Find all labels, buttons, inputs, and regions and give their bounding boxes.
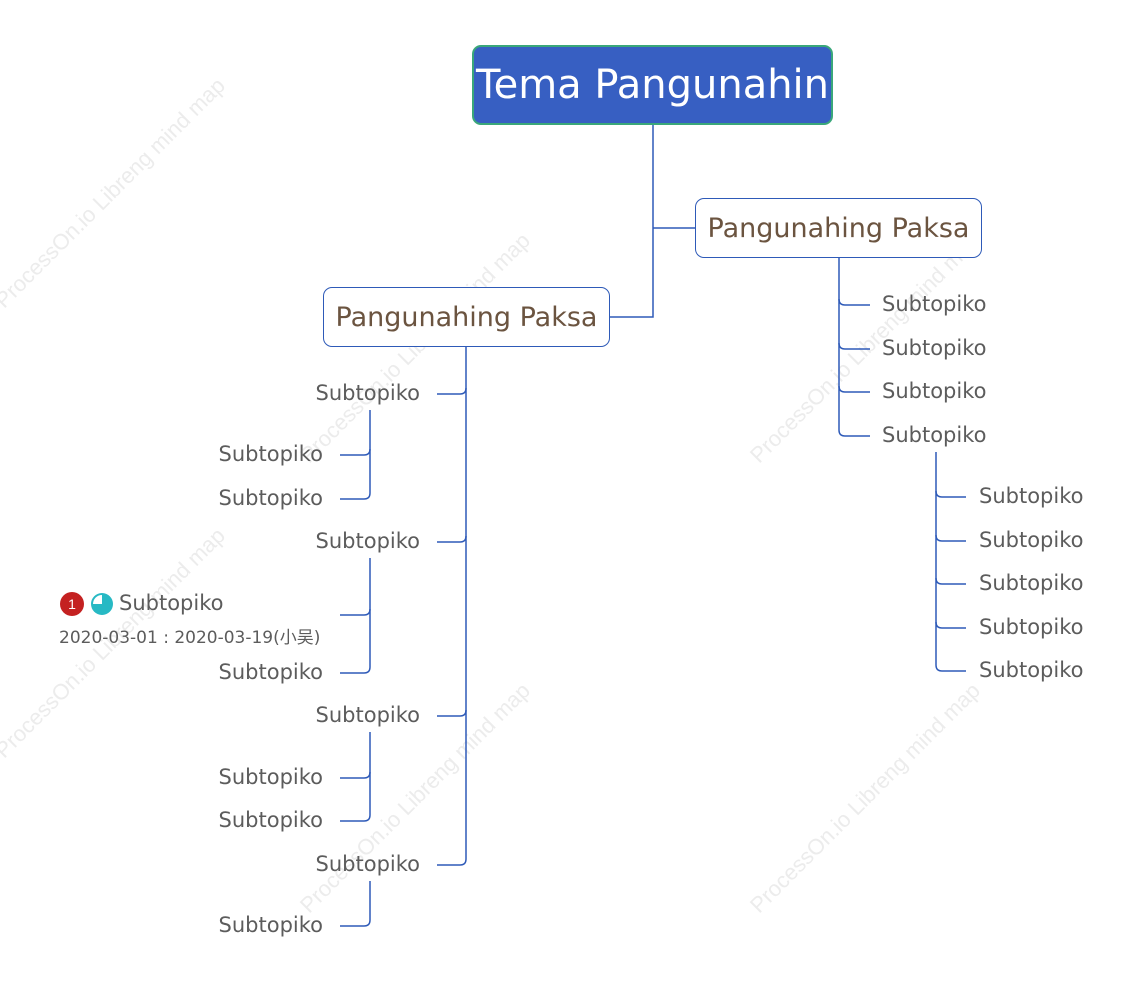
connector-left-4-1 (340, 881, 371, 927)
connector-left-2 (437, 535, 467, 543)
progress-quarter-icon (91, 593, 113, 615)
subtopic[interactable]: Subtopiko (882, 292, 987, 316)
connector-left-1 (437, 387, 467, 395)
connector-left-1-2 (340, 449, 371, 500)
connector-left-2-2 (340, 609, 371, 674)
subtopic[interactable]: Subtopiko (315, 852, 420, 876)
connector-left-2-1 (340, 558, 371, 616)
subtopic[interactable]: Subtopiko (218, 765, 323, 789)
connector-left-3 (437, 709, 467, 717)
subtopic[interactable]: Subtopiko (218, 486, 323, 510)
root-topic[interactable]: Tema Pangunahin (472, 45, 833, 125)
connector-right-4-4 (935, 621, 966, 629)
connector-right-3 (838, 385, 870, 393)
subtopic[interactable]: Subtopiko (882, 336, 987, 360)
subtopic[interactable]: Subtopiko (882, 423, 987, 447)
connector-right-1 (838, 298, 870, 306)
connector-right-2 (838, 342, 870, 350)
main-topic-label: Pangunahing Paksa (335, 301, 598, 333)
date-range-note: 2020-03-01 : 2020-03-19(小吴) (59, 628, 321, 648)
subtopic[interactable]: Subtopiko (218, 442, 323, 466)
subtopic[interactable]: Subtopiko (315, 703, 420, 727)
main-topic-label: Pangunahing Paksa (707, 212, 970, 244)
connector-right-4-3 (935, 577, 966, 585)
priority-value: 1 (68, 596, 76, 612)
subtopic[interactable]: Subtopiko (119, 591, 224, 615)
connector-right-4-5 (935, 664, 966, 672)
connector-right-4-2 (935, 534, 966, 542)
priority-badge: 1 (60, 592, 84, 616)
root-topic-label: Tema Pangunahin (475, 62, 830, 108)
subtopic[interactable]: Subtopiko (979, 571, 1084, 595)
subtopic[interactable]: Subtopiko (979, 484, 1084, 508)
main-topic-right[interactable]: Pangunahing Paksa (695, 198, 982, 258)
subtopic[interactable]: Subtopiko (218, 660, 323, 684)
subtopic[interactable]: Subtopiko (979, 528, 1084, 552)
subtopic[interactable]: Subtopiko (979, 658, 1084, 682)
subtopic[interactable]: Subtopiko (882, 379, 987, 403)
subtopic[interactable]: Subtopiko (315, 529, 420, 553)
connector-left-4 (437, 858, 467, 866)
subtopic[interactable]: Subtopiko (218, 808, 323, 832)
connector-left-3-1 (340, 732, 371, 779)
subtopic[interactable]: Subtopiko (218, 913, 323, 937)
subtopic[interactable]: Subtopiko (979, 615, 1084, 639)
connector-left-1-1 (340, 410, 371, 456)
connector-left-3-2 (340, 772, 371, 822)
progress-quarter-icon (90, 592, 114, 616)
main-topic-left[interactable]: Pangunahing Paksa (323, 287, 610, 347)
connector-right-4-1 (935, 490, 966, 498)
connector-root-left (610, 125, 654, 318)
subtopic[interactable]: Subtopiko (315, 381, 420, 405)
connector-right-4 (838, 429, 870, 437)
